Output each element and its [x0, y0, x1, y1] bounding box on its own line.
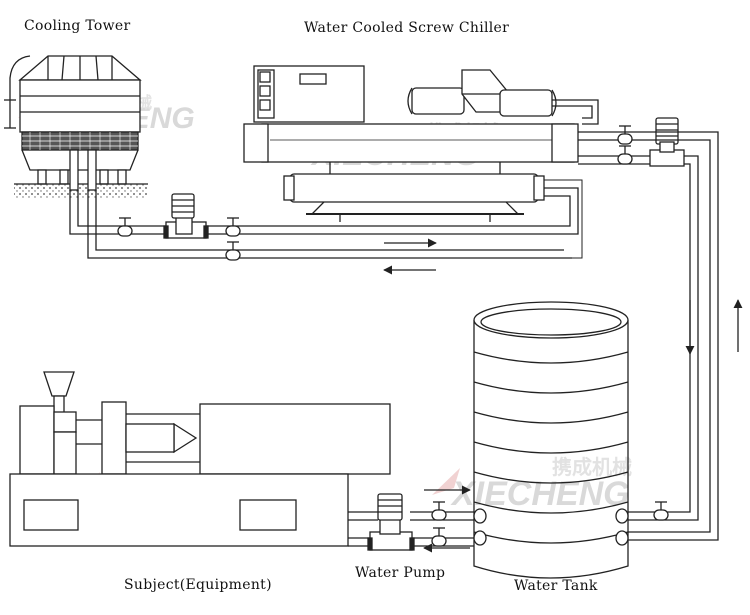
water-tank: [473, 301, 629, 579]
screw-chiller: [243, 65, 599, 222]
chiller-tank-piping: [578, 117, 743, 541]
cooling-tower: [4, 55, 148, 198]
water-tank-label: Water Tank: [514, 578, 598, 594]
tower-chiller-piping: [69, 179, 583, 275]
cooling-tower-label: Cooling Tower: [24, 18, 131, 34]
svg-text:XIECHENG: XIECHENG: [450, 475, 630, 513]
subject-label: Subject(Equipment): [124, 577, 272, 593]
subject-equipment: [9, 371, 391, 547]
water-pump-label: Water Pump: [355, 565, 446, 581]
watermark-4: XIECHENG 携成机械: [432, 455, 632, 513]
chiller-label: Water Cooled Screw Chiller: [304, 20, 510, 36]
svg-text:携成机械: 携成机械: [552, 455, 632, 479]
subject-tank-piping: [348, 485, 474, 553]
